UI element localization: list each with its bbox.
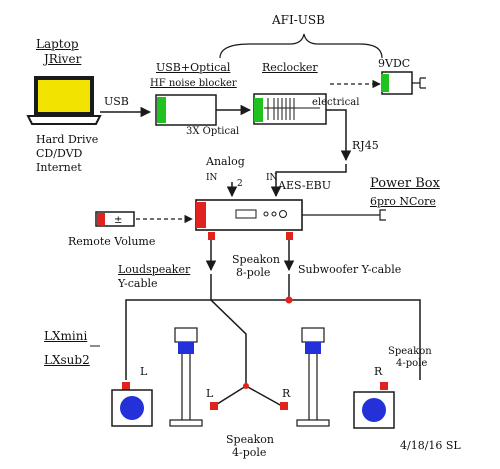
power-plug-icon xyxy=(302,209,386,221)
lxsub-left-driver xyxy=(120,396,144,420)
power-box-model-label: 6pro NCore xyxy=(370,195,436,208)
remote-volume: ± xyxy=(95,211,135,227)
speakon-sub-left xyxy=(122,382,130,390)
reclocker-led xyxy=(254,98,263,122)
signature: 4/18/16 SL xyxy=(400,439,461,452)
speakon-lxmini-left xyxy=(210,402,218,410)
usb-optical-label: USB+Optical xyxy=(156,61,231,74)
power-supply-9vdc xyxy=(330,71,426,95)
svg-text:±: ± xyxy=(114,215,122,226)
source-internet: Internet xyxy=(36,161,82,174)
mini-right-channel: R xyxy=(282,387,291,400)
lxmini-left-speaker xyxy=(169,327,203,427)
subwoofer-label: Subwoofer Y-cable xyxy=(298,263,402,276)
lxsub-left xyxy=(111,389,153,427)
reclocker-box xyxy=(253,93,327,125)
speakon-8-label-1: Speakon xyxy=(232,253,281,266)
power-box xyxy=(195,199,303,231)
aes-ebu-link xyxy=(270,164,347,198)
volume-knob-icon xyxy=(279,210,287,218)
loudspeaker-ycable-label: Y-cable xyxy=(118,277,158,290)
laptop-screen xyxy=(38,80,90,112)
speakon-8-label-2: 8-pole xyxy=(236,266,271,279)
aes-ebu-label: AES-EBU xyxy=(278,179,332,192)
sub-left-channel: L xyxy=(140,365,148,378)
usb-label: USB xyxy=(104,95,129,108)
rj45-label: RJ45 xyxy=(352,139,379,152)
loudspeaker-label: Loudspeaker xyxy=(118,263,191,276)
analog-in-count: 2 xyxy=(237,179,243,189)
laptop-label: Laptop xyxy=(36,37,79,51)
remote-volume-label: Remote Volume xyxy=(68,235,156,248)
speakon-lxmini-right xyxy=(280,402,288,410)
lxmini-left-driver xyxy=(178,342,194,354)
speakon-4-bottom-label-2: 4-pole xyxy=(232,446,267,459)
remote-led xyxy=(97,213,105,225)
jriver-label: JRiver xyxy=(44,52,82,66)
lxsub2-label: LXsub2 xyxy=(44,353,90,367)
sub-right-channel: R xyxy=(374,365,383,378)
subwoofer-y-cable xyxy=(125,299,421,380)
analog-label: Analog xyxy=(206,155,245,168)
mini-left-channel: L xyxy=(206,387,214,400)
analog-in-label: IN xyxy=(206,173,218,183)
speakon-sub-right xyxy=(380,382,388,390)
laptop-icon xyxy=(26,76,102,125)
optical-3x-label: 3X Optical xyxy=(186,126,240,137)
reclocker-ticks xyxy=(267,98,295,120)
power-box-label: Power Box xyxy=(370,176,440,191)
lxsub-right-driver xyxy=(362,398,386,422)
y-split-left xyxy=(243,383,249,389)
power-box-led xyxy=(196,202,206,228)
electrical-label: electrical xyxy=(312,97,360,108)
afi-usb-label: AFI-USB xyxy=(272,13,325,27)
usb-optical-led xyxy=(157,97,166,123)
electrical-link xyxy=(326,109,352,162)
speakon-4-right-label-2: 4-pole xyxy=(396,358,428,369)
y-split-sub xyxy=(285,296,293,304)
lxmini-label: LXmini xyxy=(44,329,88,343)
power-box-display xyxy=(235,209,257,219)
lxsub-right xyxy=(353,391,395,429)
source-hard-drive: Hard Drive xyxy=(36,133,99,146)
speakon-4-right-label-1: Speakon xyxy=(388,346,432,357)
source-cd-dvd: CD/DVD xyxy=(36,147,83,160)
hf-noise-label: HF noise blocker xyxy=(150,78,237,89)
reclocker-label: Reclocker xyxy=(262,61,318,74)
supply-led xyxy=(381,74,389,92)
loudspeaker-y-cable xyxy=(210,274,247,386)
afi-usb-brace xyxy=(219,33,383,59)
speakon-left-jack xyxy=(208,232,215,240)
usb-optical-box xyxy=(155,94,217,126)
digital-in-label: IN xyxy=(266,173,278,183)
lxmini-right-speaker xyxy=(296,327,330,427)
speakon-right-jack xyxy=(286,232,293,240)
lxmini-right-driver xyxy=(305,342,321,354)
speakon-4-bottom-label-1: Speakon xyxy=(226,433,275,446)
nine-vdc-label: 9VDC xyxy=(378,57,411,70)
